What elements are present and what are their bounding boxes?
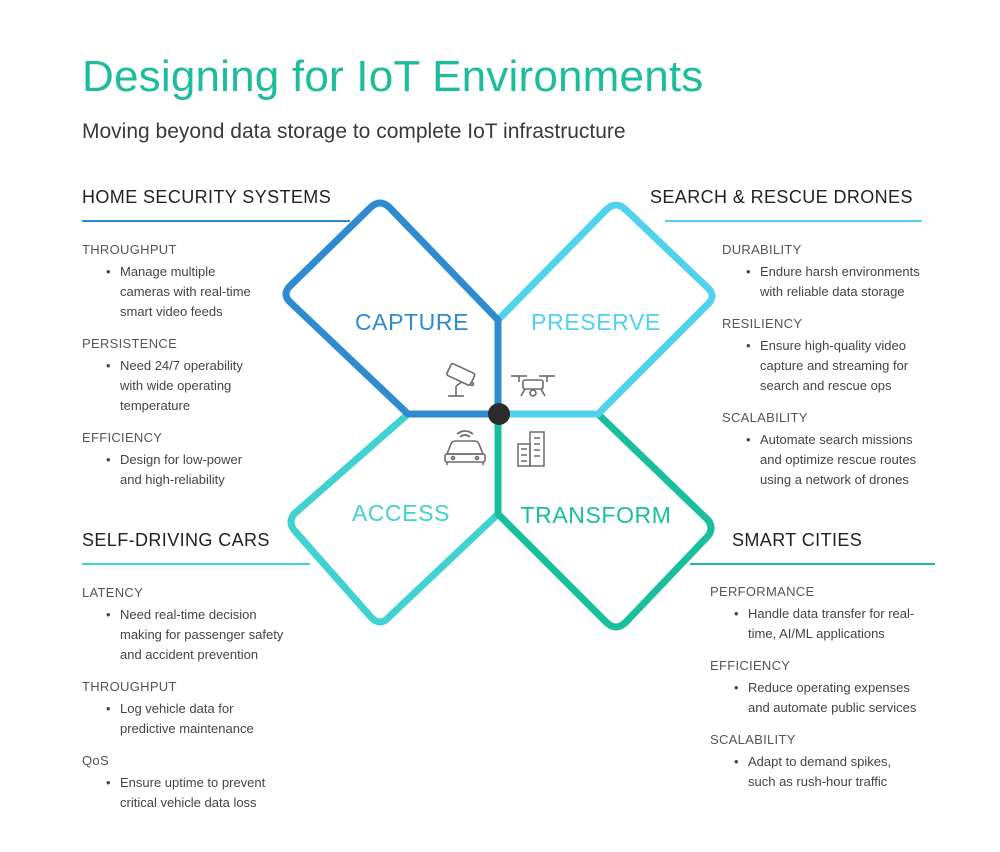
group-label: SCALABILITY [710, 732, 796, 747]
access-label: ACCESS [352, 500, 450, 526]
group-label: EFFICIENCY [710, 658, 791, 673]
bullet-list: Handle data transfer for real-time, AI/M… [710, 604, 990, 644]
cars-title: SELF-DRIVING CARS [82, 530, 270, 550]
group-durability: DURABILITY Endure harsh environmentswith… [722, 240, 950, 302]
preserve-label: PRESERVE [531, 309, 661, 335]
bullet-item: Adapt to demand spikes,such as rush-hour… [734, 752, 990, 792]
group-label: QoS [82, 753, 109, 768]
city-buildings-icon [517, 431, 545, 467]
group-label: RESILIENCY [722, 316, 803, 331]
page-subtitle: Moving beyond data storage to complete I… [82, 120, 626, 143]
group-label: SCALABILITY [722, 410, 808, 425]
drones-section: SEARCH & RESCUE DRONES DURABILITY Endure… [650, 187, 950, 502]
security-camera-icon [446, 362, 476, 397]
home-security-section: HOME SECURITY SYSTEMS THROUGHPUT Manage … [82, 187, 372, 502]
group-label: PERFORMANCE [710, 584, 815, 599]
cities-title: SMART CITIES [732, 530, 863, 550]
group-resiliency: RESILIENCY Ensure high-quality videocapt… [722, 314, 950, 396]
cities-section: SMART CITIES [732, 530, 992, 559]
transform-label: TRANSFORM [520, 502, 671, 528]
page-title: Designing for IoT Environments [82, 52, 704, 101]
group-label: EFFICIENCY [82, 430, 163, 445]
capture-label: CAPTURE [355, 309, 469, 335]
bullet-item: Handle data transfer for real-time, AI/M… [734, 604, 990, 644]
group-efficiency: EFFICIENCY Reduce operating expensesand … [710, 656, 990, 718]
home-security-title: HOME SECURITY SYSTEMS [82, 187, 332, 207]
group-label: PERSISTENCE [82, 336, 178, 351]
group-label: LATENCY [82, 585, 144, 600]
access-petal [287, 410, 502, 626]
cars-section: SELF-DRIVING CARS LATENCY Need real-time… [82, 530, 372, 825]
group-label: THROUGHPUT [82, 242, 177, 257]
center-dot [488, 403, 510, 425]
group-label: DURABILITY [722, 242, 802, 257]
group-performance: PERFORMANCE Handle data transfer for rea… [710, 582, 990, 644]
car-icon [444, 430, 486, 465]
group-scalability: SCALABILITY Automate search missionsand … [722, 408, 950, 490]
group-scalability: SCALABILITY Adapt to demand spikes,such … [710, 730, 990, 792]
drone-icon [511, 375, 555, 397]
bullet-list: Adapt to demand spikes,such as rush-hour… [710, 752, 990, 792]
transform-petal [494, 410, 715, 631]
drones-title: SEARCH & RESCUE DRONES [650, 187, 913, 207]
preserve-petal [494, 201, 716, 418]
group-throughput: THROUGHPUT Log vehicle data forpredictiv… [82, 677, 372, 739]
group-label: THROUGHPUT [82, 679, 177, 694]
cities-groups: PERFORMANCE Handle data transfer for rea… [710, 582, 990, 804]
